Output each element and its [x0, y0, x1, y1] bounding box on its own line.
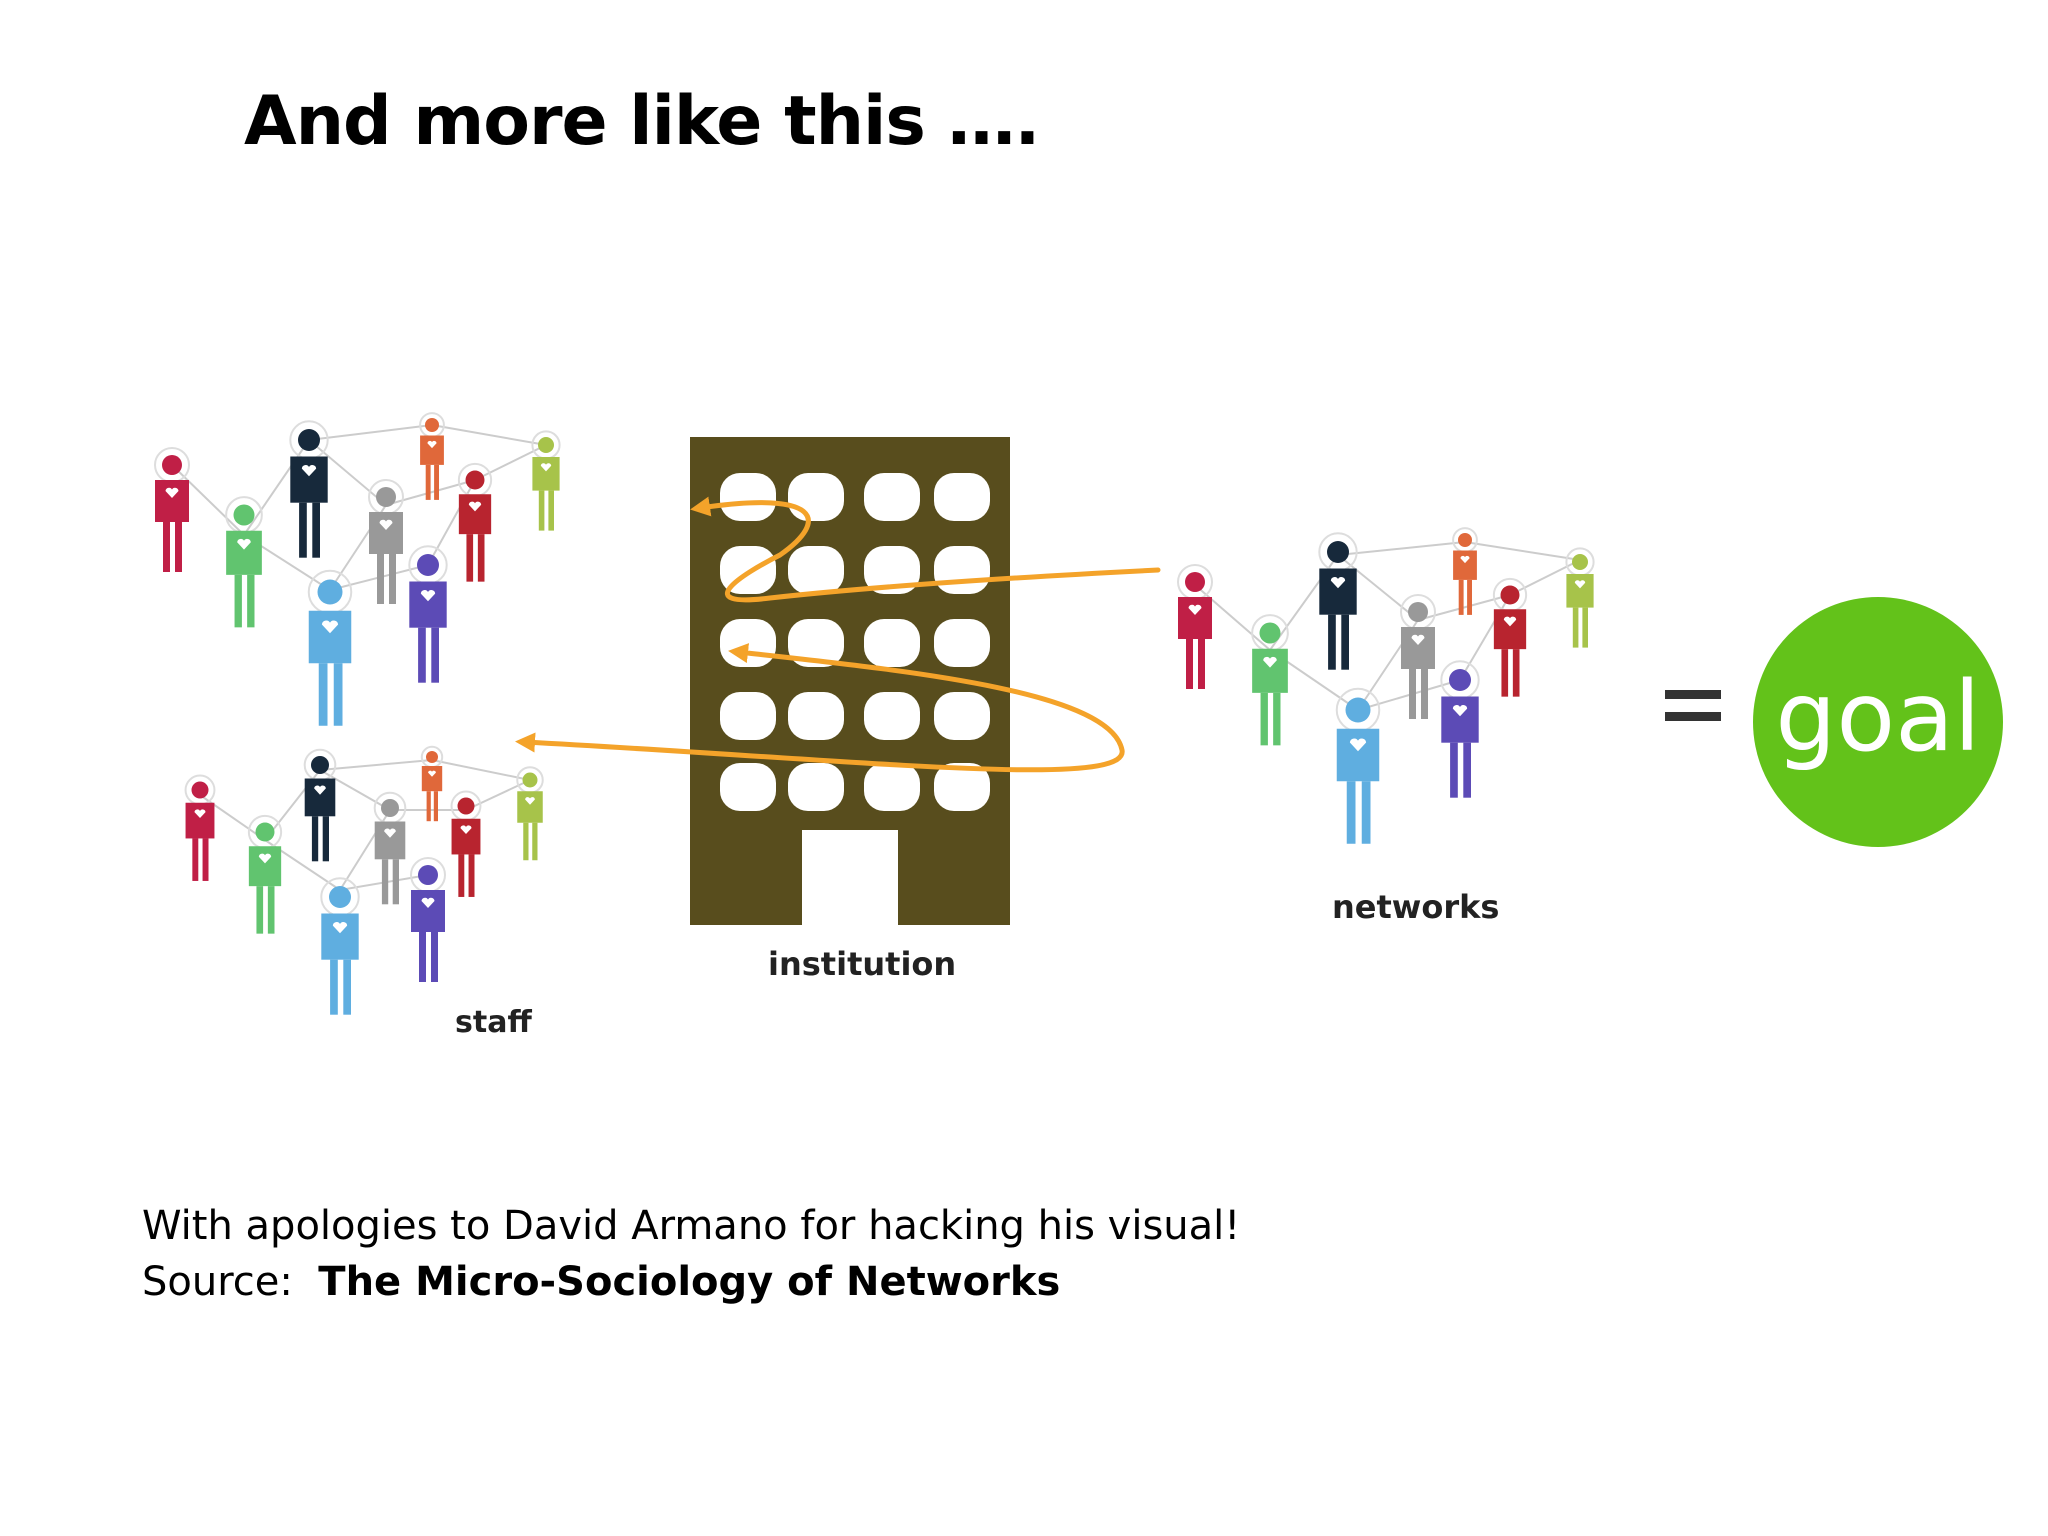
person-icon [408, 545, 448, 683]
caption-apology: With apologies to David Armano for hacki… [142, 1203, 1241, 1249]
source-title: The Micro-Sociology of Networks [318, 1259, 1061, 1305]
building-window [720, 473, 776, 521]
building-window [934, 546, 990, 594]
staff-label: staff [455, 1005, 532, 1040]
source-prefix: Source: [142, 1259, 293, 1305]
person-icon [320, 877, 360, 1015]
person-icon [1452, 527, 1478, 615]
person-icon [1318, 532, 1358, 670]
person-icon [531, 430, 561, 531]
institution-label: institution [768, 945, 956, 983]
caption-source: Source: The Micro-Sociology of Networks [142, 1254, 1240, 1310]
equals-sign [1665, 690, 1721, 721]
person-icon [1565, 547, 1595, 648]
person-icon [1440, 660, 1480, 798]
person-icon [184, 774, 216, 881]
building-window [788, 692, 844, 740]
slide-title: And more like this …. [244, 82, 1040, 161]
person-icon [419, 412, 445, 500]
building-window [720, 619, 776, 667]
person-icon [1177, 564, 1213, 689]
person-icon [410, 857, 446, 982]
building-window [720, 763, 776, 811]
person-icon [450, 790, 482, 897]
person-icon [1492, 577, 1528, 697]
person-icon [247, 814, 283, 934]
building-window [788, 619, 844, 667]
person-icon [420, 745, 444, 822]
goal-badge: goal [1753, 597, 2003, 847]
person-icon [373, 791, 407, 905]
person-icon [516, 766, 544, 861]
curved-arrow-icon [690, 496, 1161, 603]
building-window [720, 692, 776, 740]
person-icon [1251, 614, 1289, 746]
slide-caption: With apologies to David Armano for hacki… [142, 1198, 1240, 1310]
building-window [934, 619, 990, 667]
person-icon [368, 479, 404, 604]
person-icon [154, 447, 190, 572]
person-icon [1400, 594, 1436, 719]
building-window [864, 763, 920, 811]
building-window [934, 763, 990, 811]
building-door [802, 830, 898, 926]
person-icon [307, 569, 353, 726]
person-icon [225, 496, 263, 628]
building-window [788, 546, 844, 594]
person-icon [1335, 687, 1381, 844]
networks-label: networks [1332, 888, 1499, 926]
building-window [934, 473, 990, 521]
building-window [864, 692, 920, 740]
building-window [864, 473, 920, 521]
person-icon [289, 420, 329, 558]
person-icon [457, 462, 493, 582]
building-window [788, 473, 844, 521]
flow-arrows [515, 496, 1161, 773]
building-window [864, 546, 920, 594]
person-icon [303, 748, 337, 862]
goal-text: goal [1775, 661, 1980, 773]
goal-circle [1753, 597, 2003, 847]
curved-arrow-icon [515, 643, 1125, 773]
building-window [788, 763, 844, 811]
building-window [934, 692, 990, 740]
building-window [864, 619, 920, 667]
